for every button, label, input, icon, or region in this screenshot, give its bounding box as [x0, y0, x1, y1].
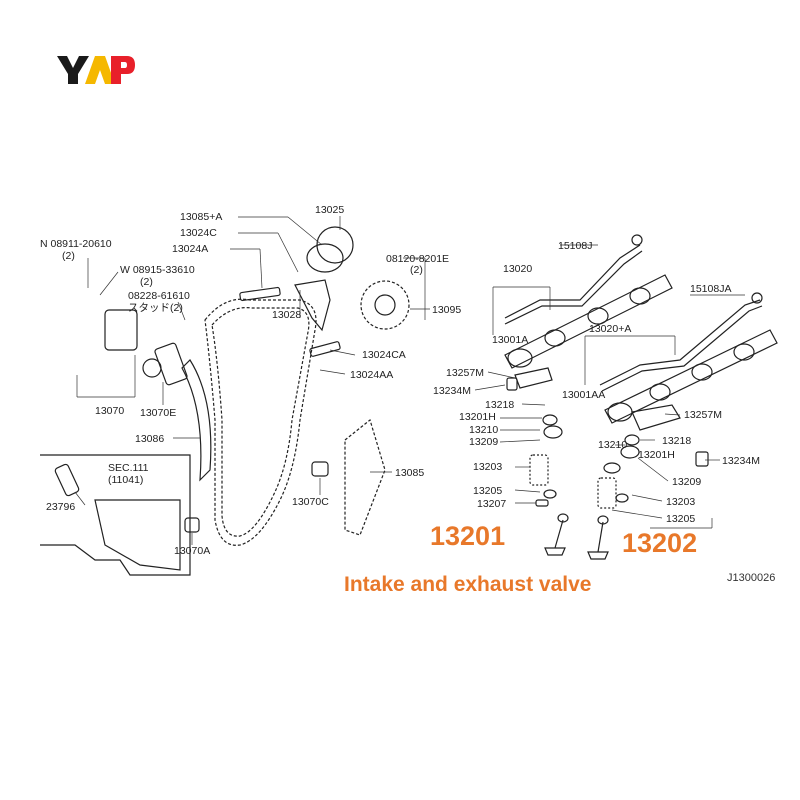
label: 13070: [95, 405, 124, 417]
part-labels: 13085+A 13024C 13024A 13025 08120-8201E …: [40, 204, 760, 557]
sprocket-13095: [360, 280, 410, 330]
label: 13234M: [722, 455, 760, 467]
label: 13209: [469, 436, 498, 448]
label: 13086: [135, 433, 164, 445]
callout-13202: 13202: [622, 528, 697, 558]
sensor-23796: [54, 463, 80, 497]
parts-drawing: [40, 226, 778, 576]
label: 13210: [469, 424, 498, 436]
label: 13210: [598, 439, 627, 451]
label: 13203: [473, 461, 502, 473]
label: (2): [410, 264, 423, 276]
label: 13025: [315, 204, 344, 216]
label: 13205: [666, 513, 695, 525]
tensioner-13070: [104, 309, 138, 351]
label: 13024A: [172, 243, 208, 255]
label: 13070A: [174, 545, 210, 557]
label: 13020+A: [589, 323, 631, 335]
label: 13028: [272, 309, 301, 321]
valve-spring-right: [597, 434, 640, 509]
label: 08228-61610: [128, 290, 190, 302]
label: 13095: [432, 304, 461, 316]
label: 13203: [666, 496, 695, 508]
figure-code: J1300026: [727, 572, 775, 584]
label: N 08911-20610: [40, 238, 112, 250]
label: 13218: [485, 399, 514, 411]
oil-pipe-15108J: [504, 244, 641, 319]
label: 13024C: [180, 227, 217, 239]
label: 13201H: [638, 449, 675, 461]
valve-spring-left: [529, 414, 563, 507]
label: 13257M: [446, 367, 484, 379]
label: 13070E: [140, 407, 176, 419]
label: 13207: [477, 498, 506, 510]
yap-logo: [57, 56, 135, 84]
label: 13205: [473, 485, 502, 497]
callout-13201: 13201: [430, 521, 505, 551]
label: 13234M: [433, 385, 471, 397]
label: 15108JA: [690, 283, 731, 295]
label: 13001A: [492, 334, 528, 346]
sprocket-13025: [316, 226, 354, 264]
label: 13209: [672, 476, 701, 488]
oil-pipe-15108JA: [599, 299, 761, 386]
label: 23796: [46, 501, 75, 513]
label: 08120-8201E: [386, 253, 449, 265]
label: 13257M: [684, 409, 722, 421]
label: 13020: [503, 263, 532, 275]
label: (11041): [108, 474, 143, 486]
label: W 08915-33610: [120, 264, 195, 276]
cylinder-head: [40, 454, 191, 576]
label: 13085+A: [180, 211, 222, 223]
label: 13085: [395, 467, 424, 479]
label: 13201H: [459, 411, 496, 423]
slack-guide: [181, 359, 212, 482]
exhaust-valve: [587, 515, 609, 560]
intake-valve: [544, 513, 569, 556]
exhaust-camshaft: [604, 329, 778, 424]
label: 15108J: [558, 240, 592, 252]
secondary-chain: [344, 418, 386, 536]
label: 13024CA: [362, 349, 406, 361]
label: (2): [140, 276, 153, 288]
caption: Intake and exhaust valve: [344, 573, 591, 596]
label: 13024AA: [350, 369, 393, 381]
label: スタッド(2): [128, 302, 183, 314]
label: (2): [62, 250, 75, 262]
label: 13070C: [292, 496, 329, 508]
label: 13001AA: [562, 389, 605, 401]
label: SEC.111: [108, 462, 149, 474]
label: 13218: [662, 435, 691, 447]
leader-lines: [74, 216, 745, 545]
intake-camshaft: [504, 274, 673, 369]
